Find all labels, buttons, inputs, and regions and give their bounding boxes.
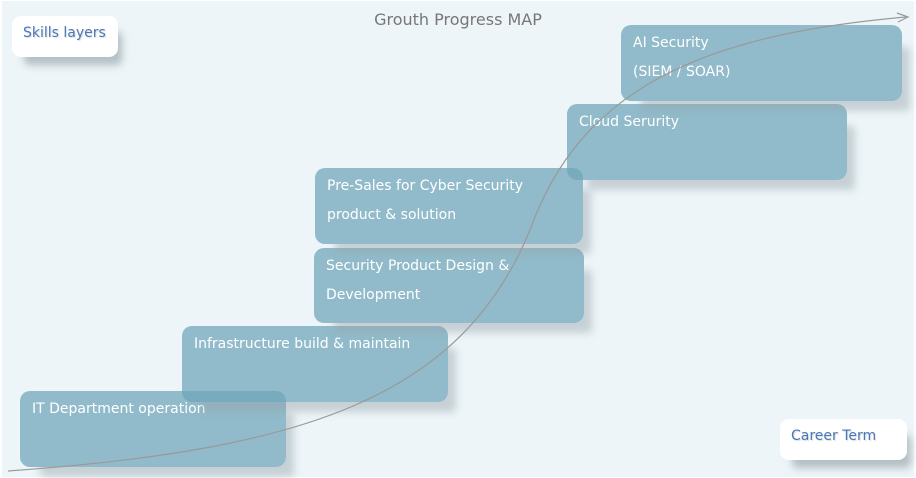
step-text: Infrastructure build & maintain — [194, 336, 411, 352]
step-infrastructure: Infrastructure build & maintain — [182, 326, 448, 402]
step-text: Security Product Design & — [326, 258, 510, 274]
step-text: (SIEM / SOAR) — [633, 64, 731, 80]
step-text: AI Security — [633, 35, 709, 51]
skills-layers-label: Skills layers — [12, 16, 118, 57]
step-text: Development — [326, 287, 421, 303]
step-security-product-design: Security Product Design & Development — [314, 248, 584, 323]
step-cloud-security: Cloud Serurity — [567, 104, 847, 180]
career-term-label: Career Term — [780, 419, 907, 460]
step-text: Cloud Serurity — [579, 114, 679, 130]
step-text: Pre-Sales for Cyber Security — [327, 178, 523, 194]
step-ai-security: AI Security (SIEM / SOAR) — [621, 25, 902, 101]
step-pre-sales: Pre-Sales for Cyber Security product & s… — [315, 168, 583, 244]
step-it-department-operation: IT Department operation — [20, 391, 286, 467]
step-text: product & solution — [327, 207, 457, 223]
